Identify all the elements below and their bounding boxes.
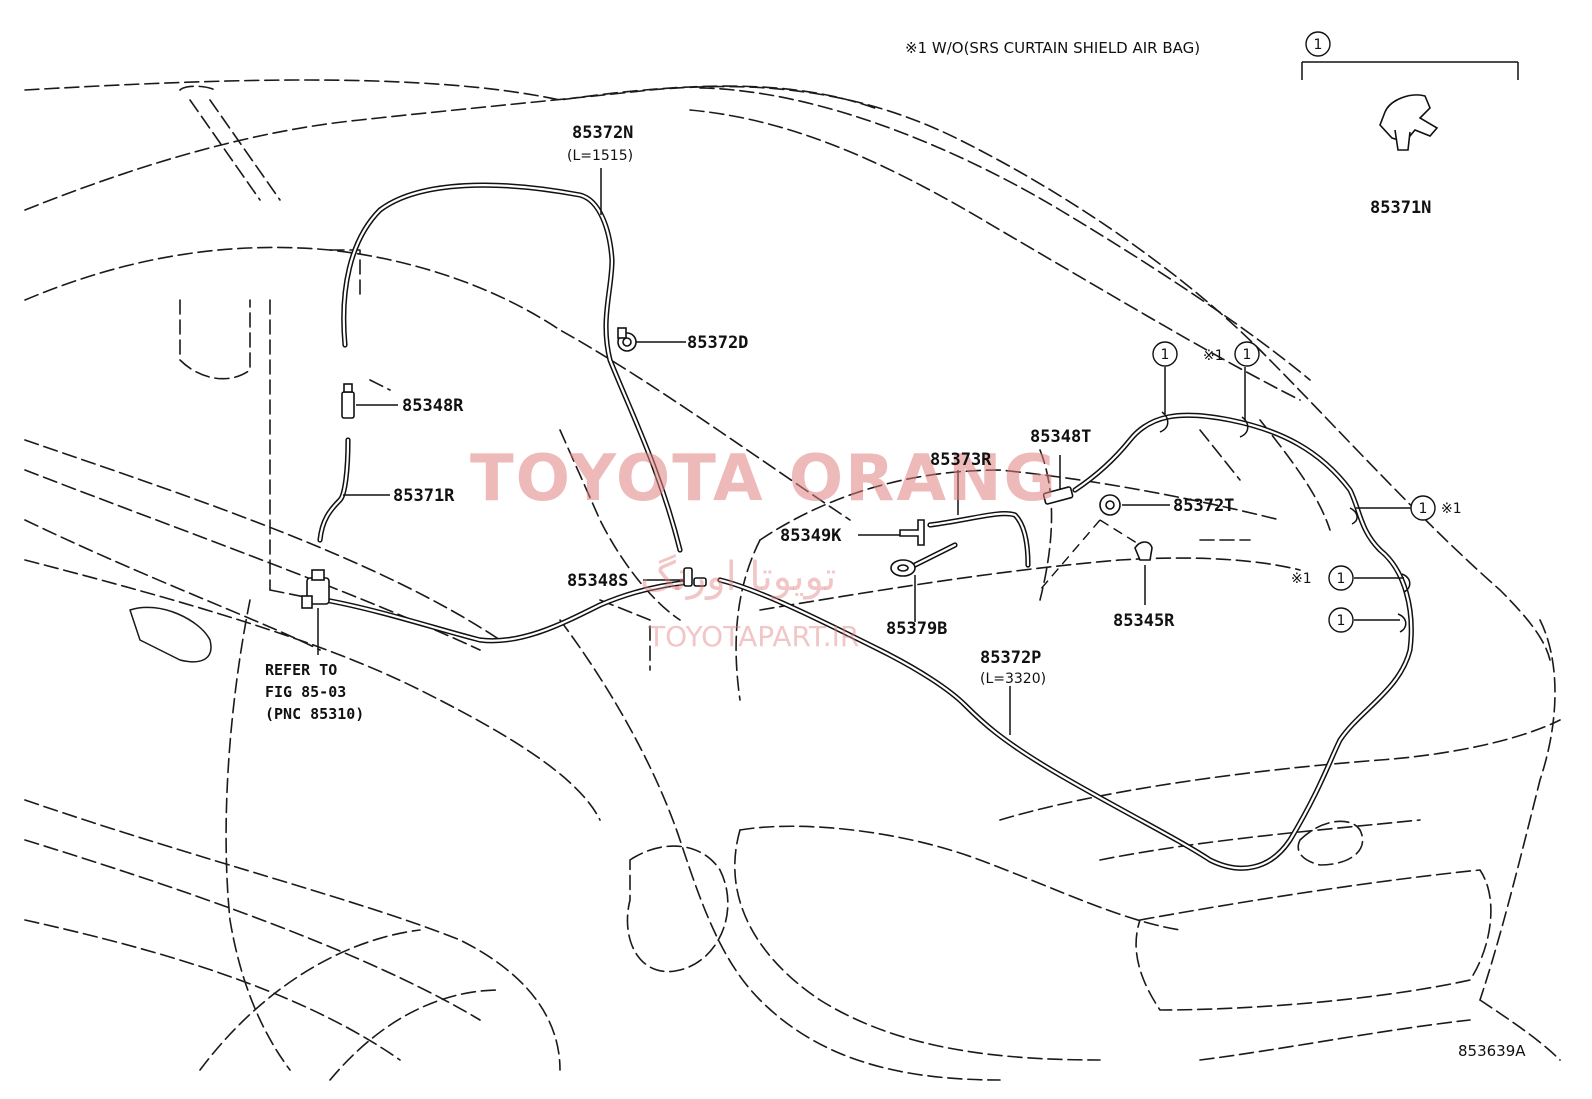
hose-clamps bbox=[1159, 411, 1411, 633]
marker-b: 1 bbox=[1243, 347, 1252, 363]
label-85373R: 85373R bbox=[930, 450, 992, 470]
marker-circle-c bbox=[1410, 495, 1436, 521]
star-marker-a: ※1 bbox=[1203, 348, 1224, 364]
marker-c: 1 bbox=[1419, 501, 1428, 517]
label-85371N: 85371N bbox=[1370, 198, 1431, 218]
hose-85372P bbox=[717, 412, 1414, 871]
grommet-85379B bbox=[890, 559, 916, 577]
label-85371R: 85371R bbox=[393, 486, 455, 506]
watermark-brand: TOYOTA ORANG bbox=[470, 442, 1058, 516]
label-85372N: 85372N bbox=[572, 123, 633, 143]
label-85348R: 85348R bbox=[402, 396, 464, 416]
hose-pump-to-85348S bbox=[322, 579, 693, 644]
clamp-85372D bbox=[617, 327, 637, 352]
legend-marker: 1 bbox=[1314, 37, 1323, 53]
marker-d: 1 bbox=[1337, 571, 1346, 587]
star-marker-d: ※1 bbox=[1291, 571, 1312, 587]
label-85345R: 85345R bbox=[1113, 611, 1175, 631]
joint-85349K bbox=[899, 519, 925, 546]
note-text: ※1 W/O(SRS CURTAIN SHIELD AIR BAG) bbox=[905, 39, 1200, 57]
nozzle-85345R bbox=[1134, 541, 1153, 561]
labels: ※1 W/O(SRS CURTAIN SHIELD AIR BAG) 1 853… bbox=[265, 31, 1526, 1060]
connector-85348T bbox=[1042, 486, 1074, 505]
label-85372P-length: (L=3320) bbox=[980, 671, 1046, 687]
hose-85371R bbox=[317, 437, 351, 543]
watermark-persian: تویوتا اورنگ bbox=[640, 554, 836, 600]
reference-line-3: (PNC 85310) bbox=[265, 705, 364, 723]
clip-85371N-illustration bbox=[1379, 94, 1439, 151]
connector-85348R bbox=[341, 383, 355, 419]
marker-circle-a bbox=[1152, 341, 1178, 367]
label-85372P: 85372P bbox=[980, 648, 1041, 668]
label-85372T: 85372T bbox=[1173, 496, 1234, 516]
marker-circle-d bbox=[1328, 565, 1354, 591]
label-85379B: 85379B bbox=[886, 619, 947, 639]
marker-e: 1 bbox=[1337, 613, 1346, 629]
hose-85379B-stub bbox=[912, 542, 958, 568]
marker-a: 1 bbox=[1161, 347, 1170, 363]
washer-pump bbox=[301, 569, 330, 655]
label-85349K: 85349K bbox=[780, 526, 842, 546]
legend-marker-circle bbox=[1305, 31, 1331, 57]
label-85372D: 85372D bbox=[687, 333, 748, 353]
marker-circle-b bbox=[1234, 341, 1260, 367]
reference-line-2: FIG 85-03 bbox=[265, 683, 346, 701]
car-body-outline bbox=[24, 79, 1561, 1081]
label-85372N-length: (L=1515) bbox=[567, 148, 633, 164]
label-85348T: 85348T bbox=[1030, 427, 1091, 447]
watermark-url: TOYOTAPART.IR bbox=[647, 620, 859, 653]
figure-code: 853639A bbox=[1458, 1042, 1526, 1060]
hose-85373R bbox=[927, 511, 1031, 568]
clamp-85372T bbox=[1099, 494, 1121, 516]
star-marker-c: ※1 bbox=[1441, 501, 1462, 517]
leader-lines bbox=[343, 61, 1519, 735]
reference-line-1: REFER TO bbox=[265, 661, 337, 679]
label-85348S: 85348S bbox=[567, 571, 628, 591]
hose-85372N bbox=[341, 182, 683, 553]
connector-85348S bbox=[683, 567, 707, 587]
marker-circle-e bbox=[1328, 607, 1354, 633]
watermark: TOYOTA ORANG تویوتا اورنگ TOYOTAPART.IR bbox=[470, 442, 1058, 653]
